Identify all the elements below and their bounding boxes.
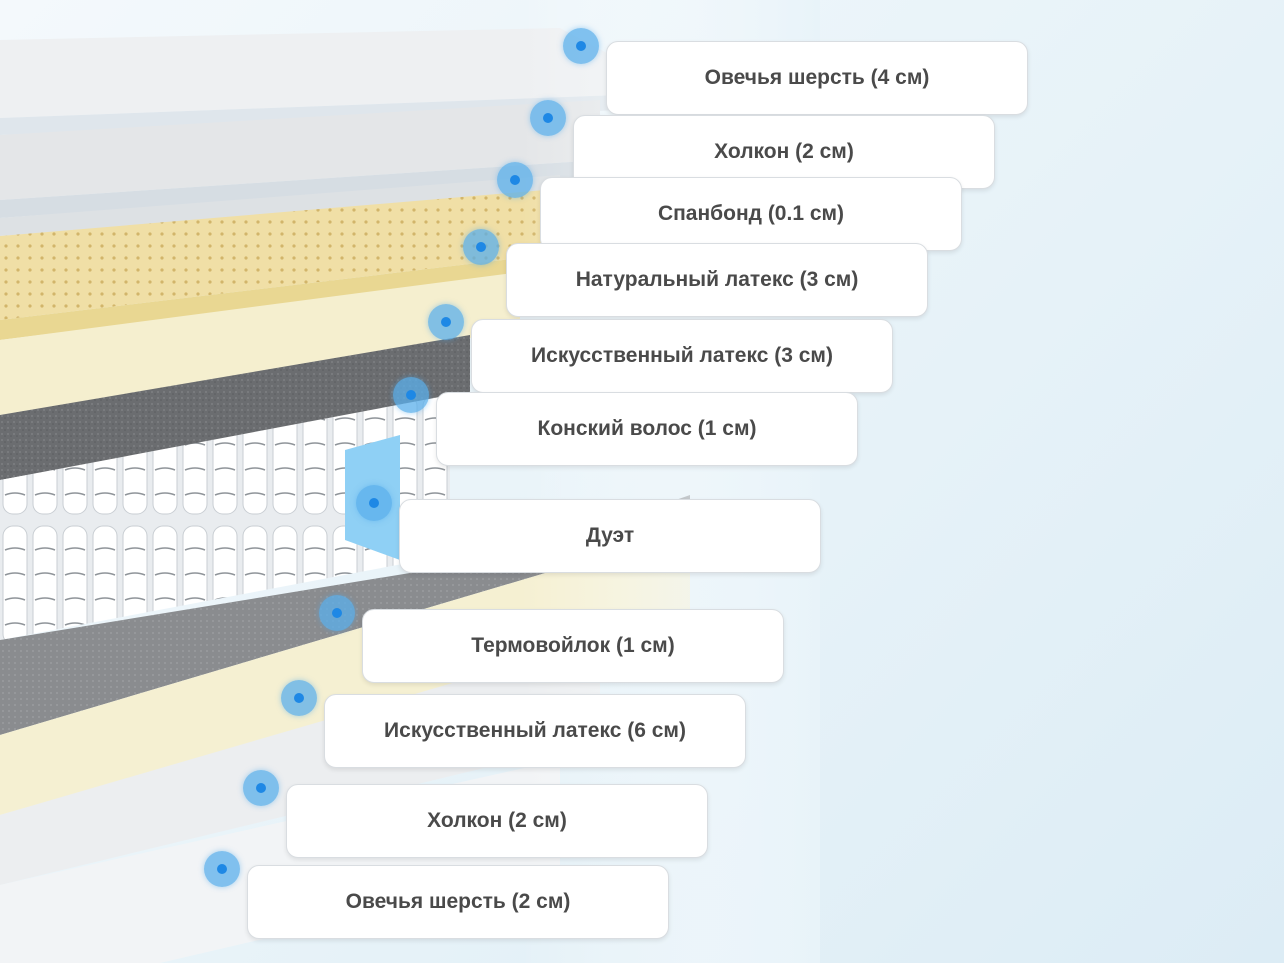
layer-marker[interactable]	[356, 485, 392, 521]
layer-marker[interactable]	[393, 377, 429, 413]
layer-marker[interactable]	[530, 100, 566, 136]
spring-block-layer	[0, 395, 450, 640]
layer-label: Натуральный латекс (3 см)	[506, 243, 928, 317]
layer-marker[interactable]	[497, 162, 533, 198]
layer-marker[interactable]	[319, 595, 355, 631]
layer-label: Спанбонд (0.1 см)	[540, 177, 962, 251]
layer-marker[interactable]	[243, 770, 279, 806]
holcon-top-layer	[0, 100, 600, 200]
layer-marker[interactable]	[428, 304, 464, 340]
wool-top-layer	[0, 28, 620, 118]
layer-label: Искусственный латекс (3 см)	[471, 319, 893, 393]
layer-label: Холкон (2 см)	[286, 784, 708, 858]
artificial-latex-bottom-layer	[0, 530, 690, 815]
layer-label: Дуэт	[399, 499, 821, 573]
layer-label: Искусственный латекс (6 см)	[324, 694, 746, 768]
layer-marker[interactable]	[463, 229, 499, 265]
horse-hair-layer	[0, 335, 470, 480]
artificial-latex-top-layer	[0, 272, 520, 415]
layer-label: Овечья шерсть (2 см)	[247, 865, 669, 939]
layer-label: Конский волос (1 см)	[436, 392, 858, 466]
layer-marker[interactable]	[281, 680, 317, 716]
layer-label: Термовойлок (1 см)	[362, 609, 784, 683]
natural-latex-layer	[0, 190, 545, 320]
layer-marker[interactable]	[204, 851, 240, 887]
layer-marker[interactable]	[563, 28, 599, 64]
layer-label: Овечья шерсть (4 см)	[606, 41, 1028, 115]
